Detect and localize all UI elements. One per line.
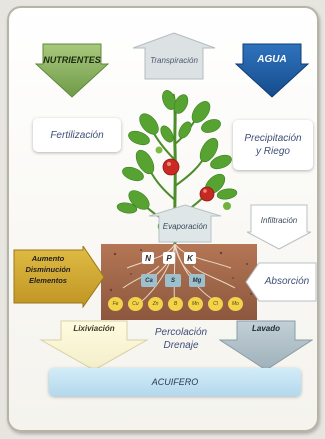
precipitacion-riego-box: Precipitación y Riego — [233, 120, 313, 170]
aumento-arrow — [13, 246, 105, 308]
infiltracion-arrow — [247, 204, 311, 250]
micro-cu: Cu — [128, 297, 143, 311]
micronutrients: Fe Cu Zn B Mn Cl Mo — [105, 297, 255, 313]
agua-label: AGUA — [257, 54, 287, 65]
lixiviacion-label: Lixiviación — [73, 324, 115, 333]
evaporacion-label: Evaporación — [162, 222, 208, 231]
fertilizacion-box: Fertilización — [33, 118, 121, 152]
transpiracion-arrow — [132, 32, 216, 80]
evaporacion-arrow — [148, 204, 222, 243]
micro-b: B — [168, 297, 183, 311]
nutrientes-label: NUTRIENTES — [43, 55, 101, 65]
secondary-s: S — [165, 274, 181, 287]
secondary-mg: Mg — [189, 274, 205, 287]
agua-arrow — [235, 43, 309, 98]
micro-mo: Mo — [228, 297, 243, 311]
nutrientes-arrow — [35, 43, 109, 98]
macro-n: N — [142, 252, 154, 264]
acuifero-bar: ACUIFERO — [49, 368, 301, 396]
transpiracion-label: Transpiración — [150, 56, 198, 65]
lavado-arrow — [219, 320, 313, 371]
lavado-label: Lavado — [251, 324, 280, 333]
micro-zn: Zn — [148, 297, 163, 311]
macronutrients: N P K — [142, 252, 202, 266]
macro-p: P — [163, 252, 175, 264]
macro-k: K — [184, 252, 196, 264]
absorcion-arrow — [245, 262, 317, 302]
absorcion-label: Absorción — [264, 276, 310, 287]
secondary-nutrients: Ca S Mg — [139, 274, 219, 290]
diagram-frame: NUTRIENTES Transpiración AGUA Fertilizac… — [7, 6, 319, 432]
aumento-label: Aumento Disminución Elementos — [25, 254, 71, 285]
lixiviacion-arrow — [39, 320, 149, 371]
micro-mn: Mn — [188, 297, 203, 311]
micro-cl: Cl — [208, 297, 223, 311]
percolacion-drenaje-label: Percolación Drenaje — [154, 327, 208, 351]
secondary-ca: Ca — [141, 274, 157, 287]
infiltracion-label: Infiltración — [260, 216, 298, 225]
tomato-fruits — [155, 146, 231, 210]
micro-fe: Fe — [108, 297, 123, 311]
